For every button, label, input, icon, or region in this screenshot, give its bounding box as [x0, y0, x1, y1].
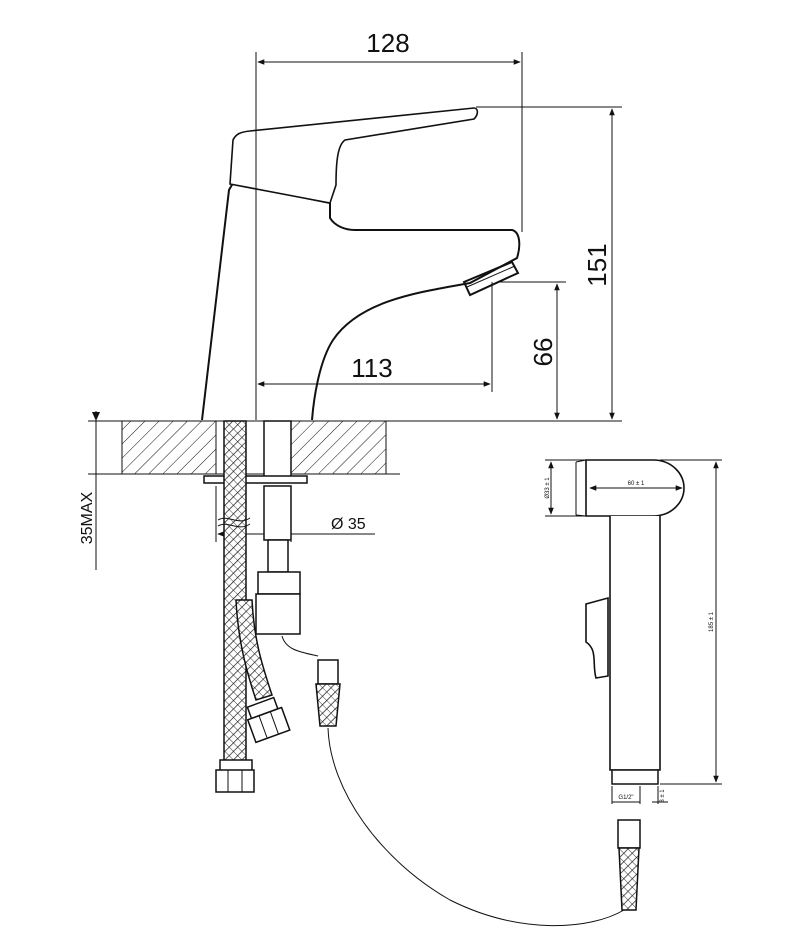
- dim-113-label: 113: [351, 353, 392, 383]
- hand-spray: [575, 459, 685, 785]
- spray-dimension-labels: Ø33 ± 1 60 ± 1 185 ± 1 G1/2" 8 ± 1: [545, 477, 715, 803]
- spray-nozzle-label: 8 ± 1: [660, 789, 666, 803]
- countertop: [118, 420, 400, 475]
- dim-35max-label: 35MAX: [79, 491, 96, 544]
- spray-dimension-lines: [545, 459, 722, 804]
- supply-hoses: [215, 420, 291, 793]
- spray-head-length-label: 60 ± 1: [628, 481, 645, 487]
- dim-66-label: 66: [528, 338, 558, 367]
- faucet-body: [201, 181, 521, 421]
- faucet-handle: [229, 107, 479, 204]
- dim-128-label: 128: [366, 28, 409, 58]
- spray-hose: [281, 635, 641, 927]
- spray-thread-label: G1/2": [618, 795, 633, 801]
- dim-151-label: 151: [582, 243, 612, 286]
- dimension-lines: [88, 52, 622, 570]
- shank-assembly: [203, 420, 308, 635]
- spray-total-length-label: 185 ± 1: [709, 611, 715, 632]
- dim-diameter-35-label: Ø 35: [331, 516, 366, 533]
- spray-head-diameter-label: Ø33 ± 1: [545, 477, 551, 499]
- dimension-labels: 128 113 151 66 35MAX Ø 35: [79, 28, 612, 544]
